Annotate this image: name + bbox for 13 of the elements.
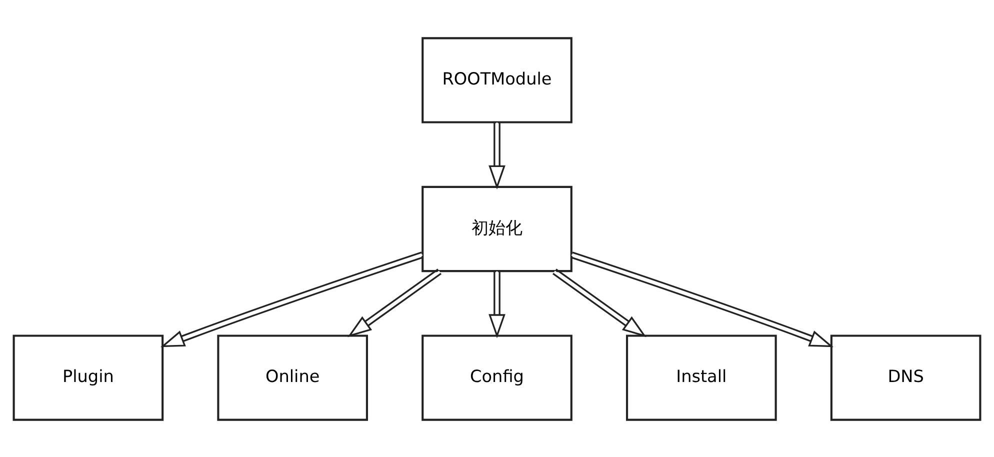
arrow — [488, 270, 506, 338]
node-box: ROOTModule — [422, 36, 572, 123]
node-box: Install — [626, 334, 777, 420]
node-box: DNS — [830, 334, 982, 420]
arrow — [552, 268, 646, 337]
node-box: Config — [422, 334, 572, 420]
node-box: Plugin — [12, 334, 164, 420]
node-box: Online — [217, 334, 368, 420]
arrow — [488, 122, 506, 189]
node-box: 初始化 — [422, 185, 572, 272]
arrow — [348, 268, 442, 337]
arrow — [160, 251, 424, 347]
arrow — [570, 251, 834, 347]
